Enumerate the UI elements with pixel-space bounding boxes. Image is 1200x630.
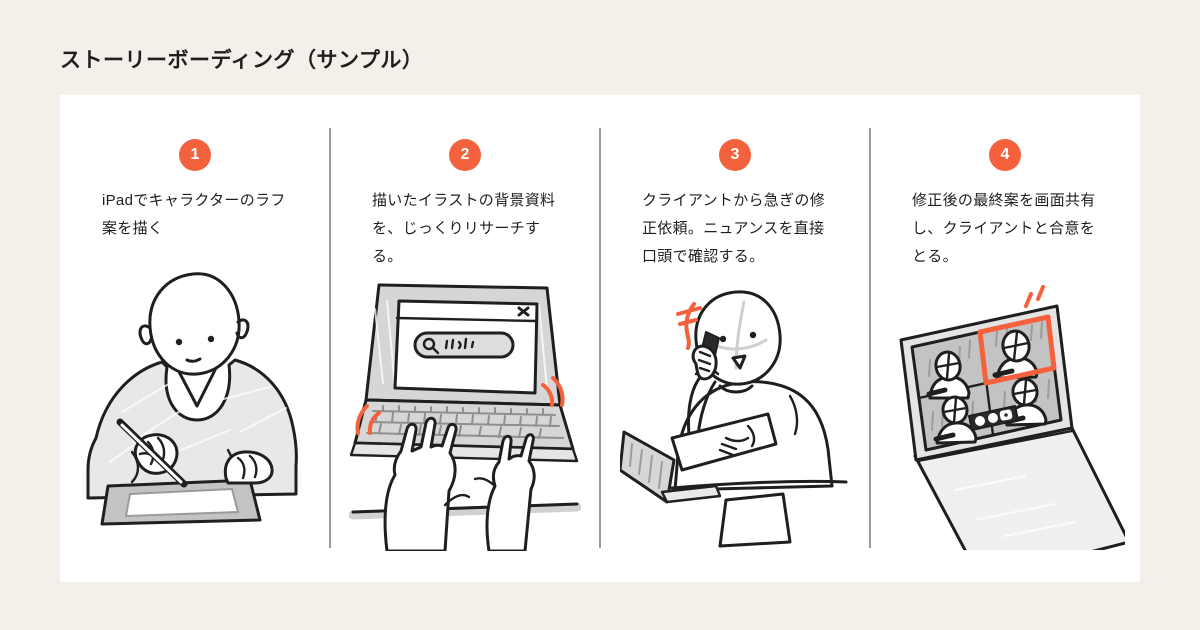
page-title: ストーリーボーディング（サンプル）: [60, 49, 424, 72]
panel-divider: [869, 128, 871, 548]
storyboard-step-3: 3 クライアントから急ぎの修正依頼。ニュアンスを直接口頭で確認する。: [600, 95, 870, 582]
step-2-caption: 描いたイラストの背景資料を、じっくりリサーチする。: [372, 192, 556, 265]
step-4-caption: 修正後の最終案を画面共有し、クライアントと合意をとる。: [912, 192, 1096, 265]
storyboard-step-4: 4 修正後の最終案を画面共有し、クライアントと合意をとる。: [870, 95, 1140, 582]
video-call-icon: [899, 285, 1125, 551]
laptop-research-icon: [349, 283, 581, 552]
step-2-number-badge: 2: [449, 139, 481, 171]
laptop-research-illustration: [330, 270, 600, 560]
step-3-number-badge: 3: [719, 139, 751, 171]
phone-call-icon: [620, 290, 848, 548]
step-1-number-badge: 1: [179, 139, 211, 171]
step-1-caption: iPadでキャラクターのラフ案を描く: [102, 192, 286, 237]
storyboard-step-1: 1 iPadでキャラクターのラフ案を描く: [60, 95, 330, 582]
drawing-on-ipad-illustration: [60, 243, 330, 561]
phone-call-illustration: [600, 270, 870, 560]
drawing-on-ipad-icon: [86, 272, 298, 526]
storyboard-card: 1 iPadでキャラクターのラフ案を描く: [60, 95, 1140, 582]
panel-divider: [329, 128, 331, 548]
step-4-number-badge: 4: [989, 139, 1021, 171]
video-call-illustration: [870, 270, 1140, 560]
step-3-caption: クライアントから急ぎの修正依頼。ニュアンスを直接口頭で確認する。: [642, 192, 826, 265]
storyboard-step-2: 2 描いたイラストの背景資料を、じっくりリサーチする。: [330, 95, 600, 582]
panel-divider: [599, 128, 601, 548]
